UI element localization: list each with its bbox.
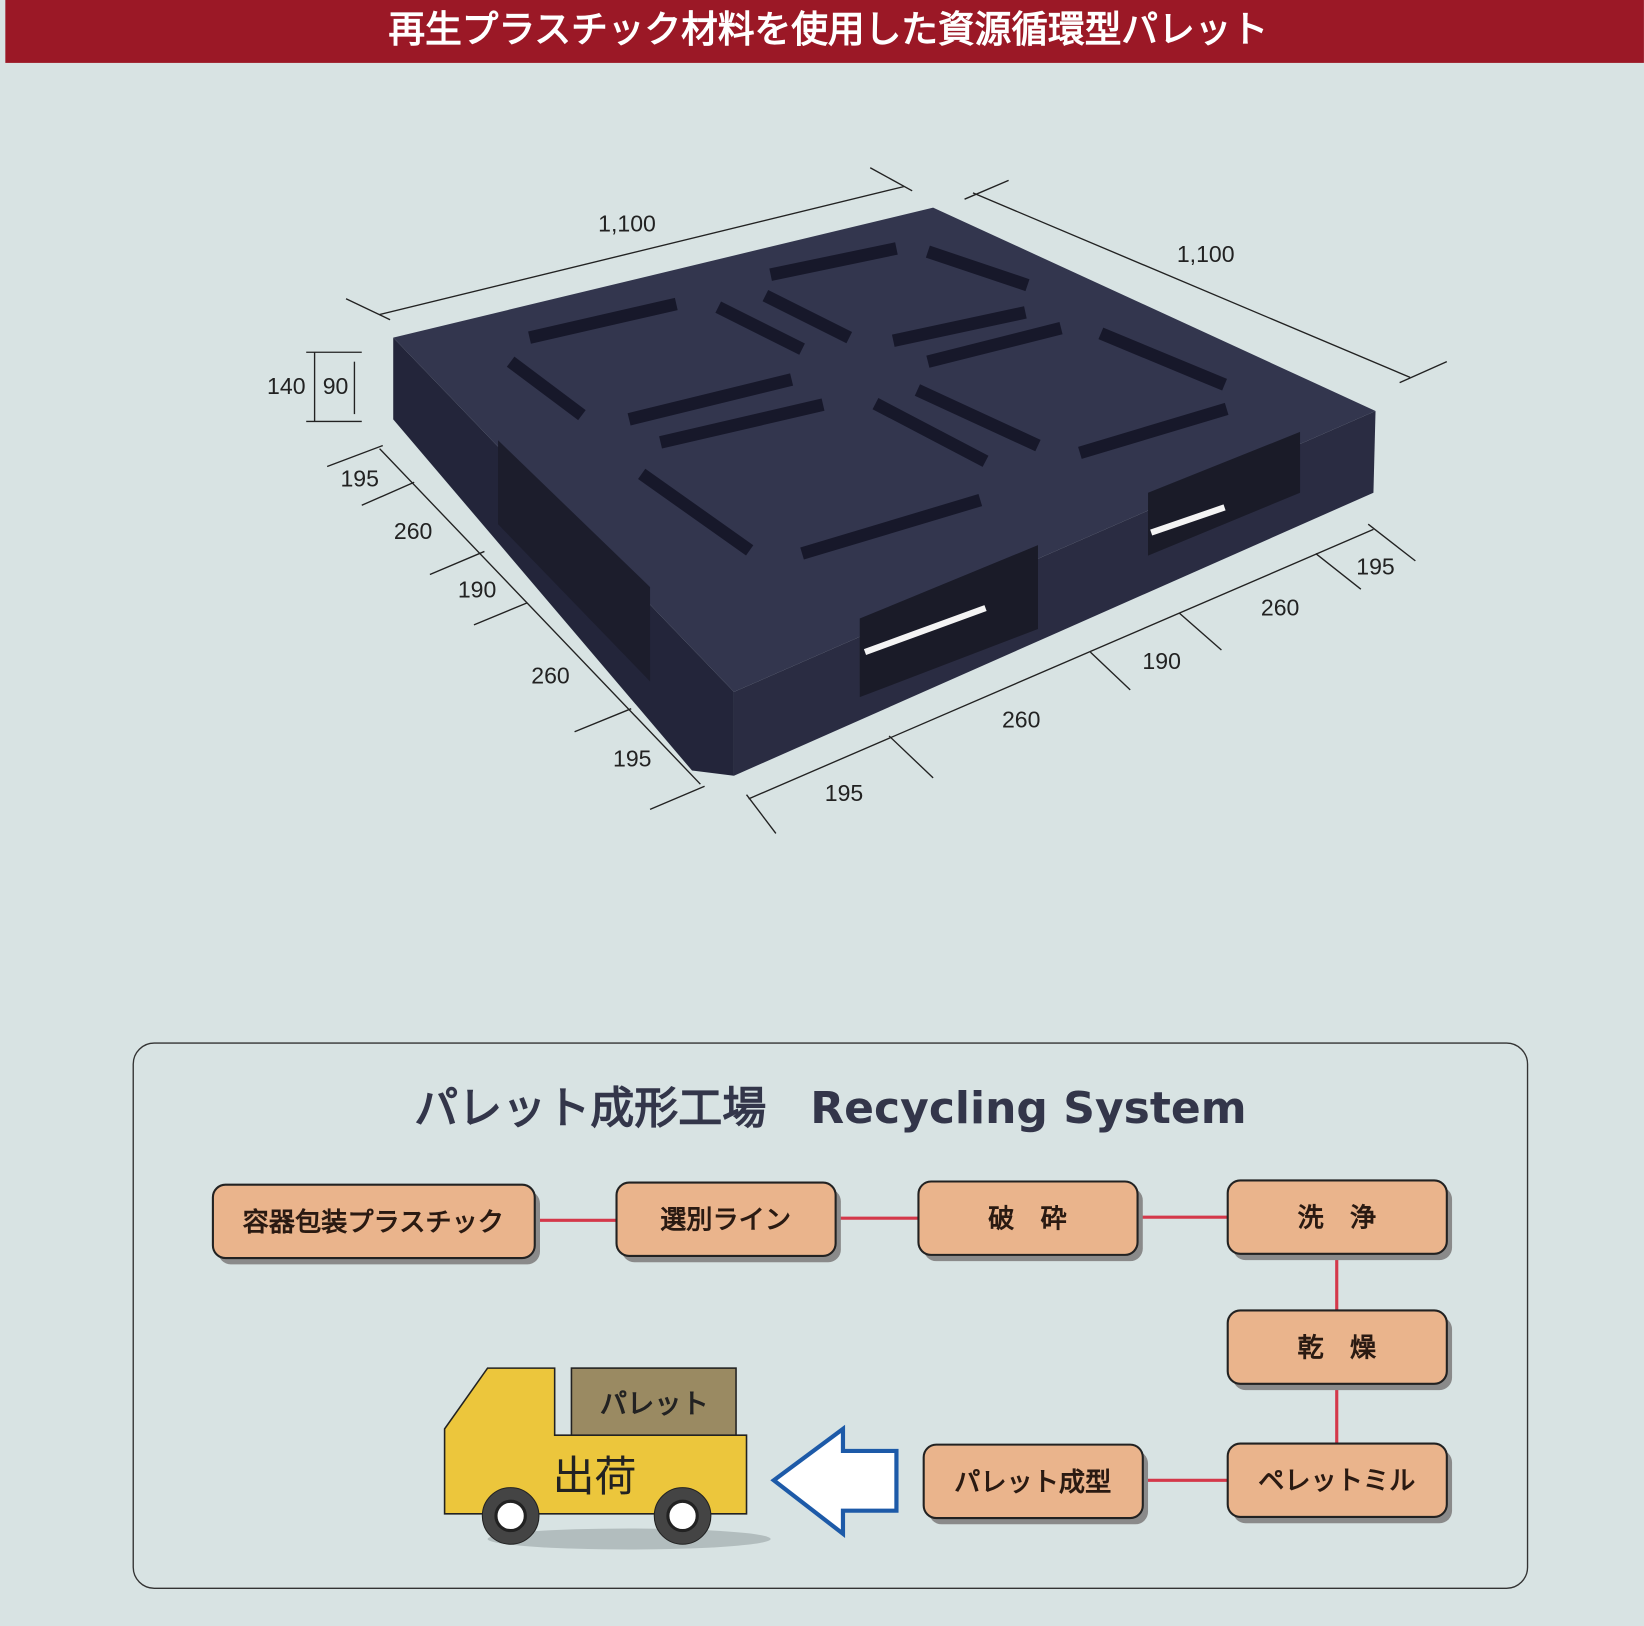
truck-cargo-label: パレット — [600, 1389, 709, 1420]
dim-width: 1,100 — [1177, 241, 1235, 267]
dim-height-total: 140 — [267, 373, 305, 399]
svg-text:洗 浄: 洗 浄 — [1297, 1204, 1376, 1234]
svg-text:ペレットミル: ペレットミル — [1258, 1467, 1415, 1497]
flow-step-drying: 乾 燥 — [1226, 1309, 1453, 1391]
header-band — [5, 0, 1644, 63]
dim-front: 190 — [1142, 648, 1180, 674]
dim-left: 260 — [394, 518, 432, 544]
flow-connectors — [534, 1215, 1339, 1482]
recycling-title: パレット成形工場 Recycling System — [414, 1083, 1246, 1134]
dimension-labels: 1,100 1,100 140 90 195 260 190 260 195 1… — [267, 211, 1395, 806]
dim-front: 195 — [1356, 553, 1394, 579]
dim-left: 195 — [340, 465, 378, 491]
flow-step-crushing: 破 砕 — [917, 1180, 1143, 1262]
flow-step-sorting-line: 選別ライン — [615, 1181, 841, 1263]
truck-icon: パレット 出荷 — [443, 1367, 771, 1550]
flow-step-pallet-molding: パレット成型 — [922, 1443, 1149, 1525]
dim-front: 195 — [825, 780, 863, 806]
dim-left: 195 — [613, 745, 651, 771]
dim-front: 260 — [1261, 594, 1299, 620]
svg-text:破 砕: 破 砕 — [988, 1205, 1067, 1235]
svg-text:選別ライン: 選別ライン — [660, 1206, 791, 1236]
flow-step-packaging-plastic: 容器包装プラスチック — [211, 1183, 540, 1265]
arrow-left-icon — [770, 1424, 899, 1539]
dim-left: 260 — [531, 663, 569, 689]
svg-text:容器包装プラスチック: 容器包装プラスチック — [243, 1207, 504, 1238]
dim-height-inner: 90 — [323, 373, 349, 399]
flow-step-washing: 洗 浄 — [1226, 1179, 1453, 1261]
dim-length: 1,100 — [598, 211, 656, 237]
page-title: 再生プラスチック材料を使用した資源循環型パレット — [388, 8, 1268, 51]
dimension-lines — [306, 167, 1448, 834]
svg-text:パレット成型: パレット成型 — [954, 1468, 1111, 1498]
svg-text:乾 燥: 乾 燥 — [1297, 1334, 1376, 1364]
pallet-illustration — [393, 207, 1376, 776]
truck-body-label: 出荷 — [553, 1452, 637, 1501]
flow-step-pellet-mill: ペレットミル — [1226, 1442, 1453, 1524]
dim-left: 190 — [458, 577, 496, 603]
dim-front: 260 — [1002, 707, 1040, 733]
